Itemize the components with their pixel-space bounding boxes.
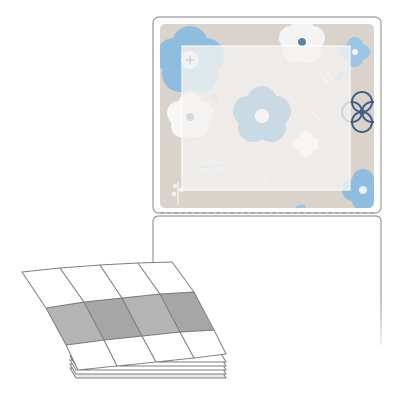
flower-icon (293, 131, 319, 157)
patterned-label (160, 24, 374, 208)
fold-connector (45, 291, 215, 346)
flower-icon (340, 37, 370, 67)
raised-strip (21, 261, 195, 309)
print-window (181, 45, 351, 191)
fanfold-label-stack (21, 261, 227, 379)
flower-icon (342, 169, 374, 208)
flower-icon (233, 86, 291, 142)
